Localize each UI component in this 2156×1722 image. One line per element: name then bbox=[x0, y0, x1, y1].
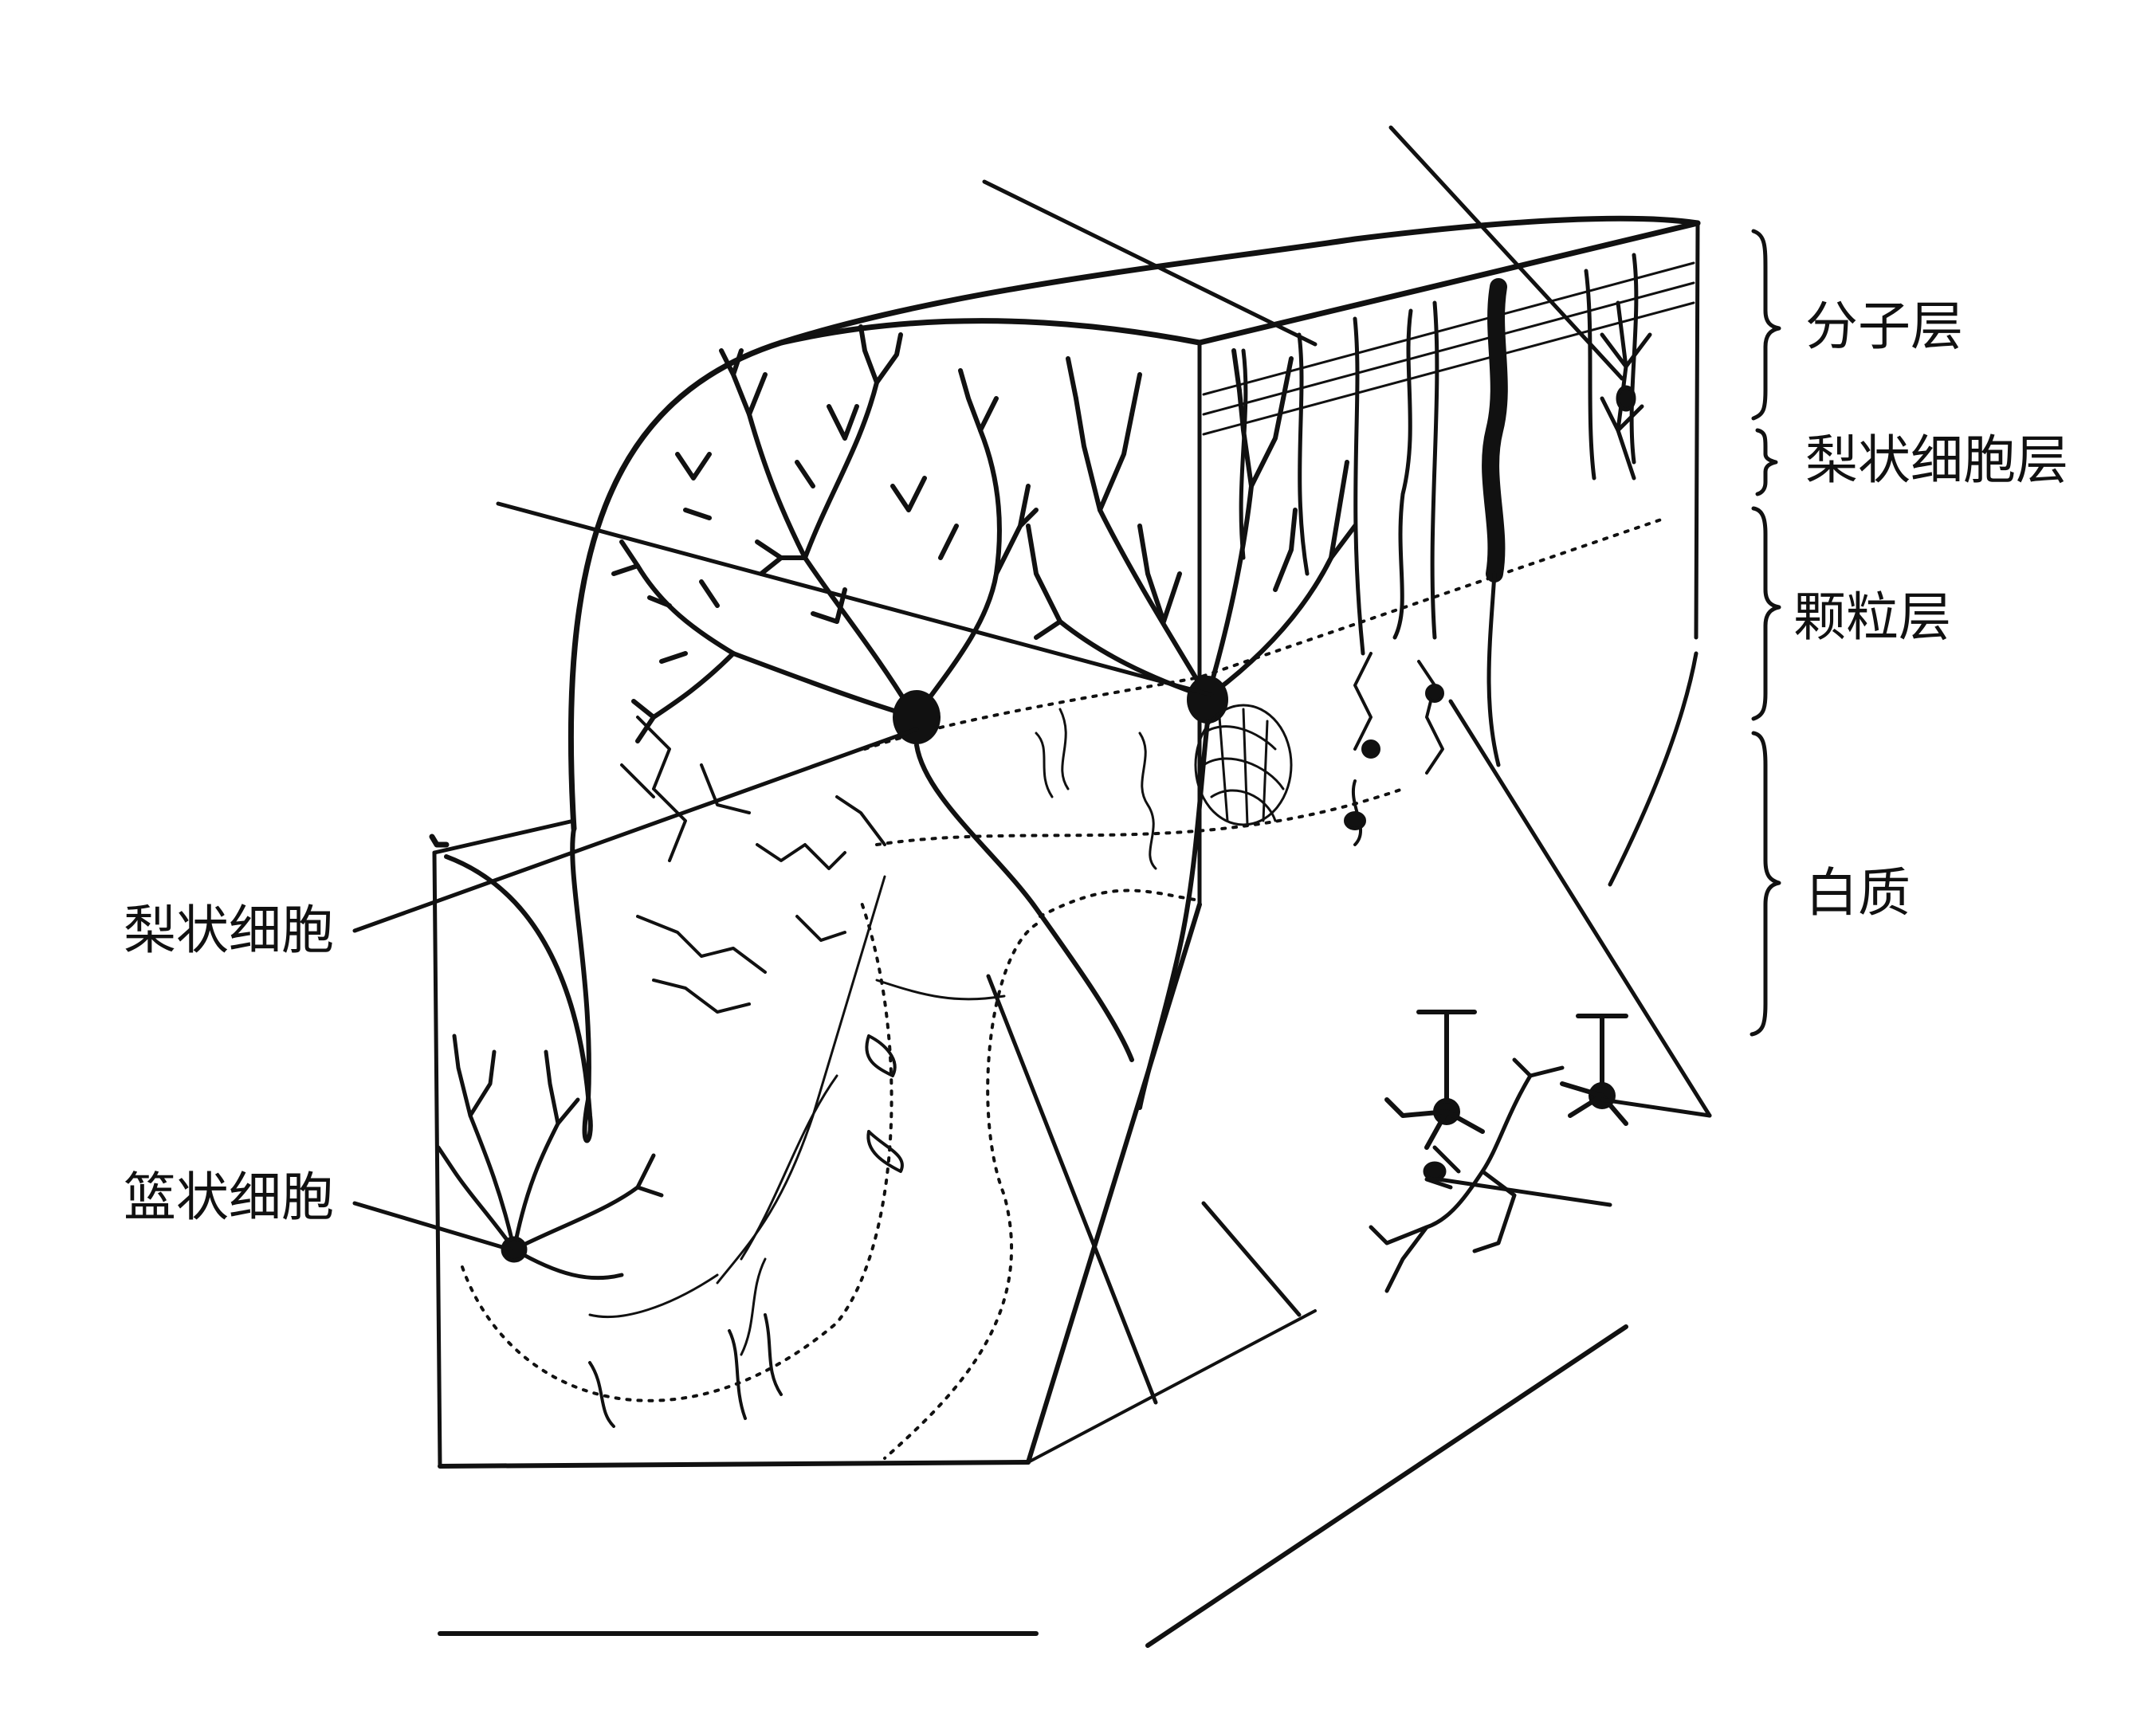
granule-cell-inset-right bbox=[1560, 1014, 1628, 1126]
label-basket-cell: 篮状细胞 bbox=[124, 1167, 334, 1228]
purkinje-cell-soma-left bbox=[893, 690, 941, 744]
leader-golgi-inset bbox=[1436, 1177, 1612, 1207]
parallel-fiber-columns bbox=[1239, 253, 1639, 656]
label-granular-layer: 颗粒层 bbox=[1793, 586, 1951, 648]
leader-lines bbox=[352, 125, 1712, 1405]
golgi-cells-left bbox=[588, 1034, 904, 1428]
leader-right-inset-upper bbox=[1448, 699, 1712, 1118]
layer-braces bbox=[1750, 229, 1781, 1037]
leader-bottom-left-diag bbox=[986, 974, 1158, 1405]
granular-layer-dotted-boundary bbox=[461, 516, 1667, 1460]
purkinje-cell-dendritic-tree-left bbox=[611, 324, 1039, 743]
basket-cell bbox=[436, 1034, 664, 1281]
purkinje-cell-axon-left bbox=[914, 743, 1134, 1062]
brace-purkinje-layer bbox=[1755, 428, 1778, 496]
leader-basket-cell bbox=[352, 1201, 512, 1252]
purkinje-cell-axon-right bbox=[1137, 719, 1210, 1110]
label-molecular-layer: 分子层 bbox=[1805, 296, 1963, 357]
brace-white-matter bbox=[1750, 731, 1781, 1037]
granule-cell-cluster bbox=[1035, 704, 1293, 870]
label-white-matter: 白质 bbox=[1805, 862, 1911, 924]
golgi-cell-inset bbox=[1369, 1057, 1565, 1293]
leader-bottom-mid-diag bbox=[1201, 1201, 1302, 1317]
leader-top-center bbox=[982, 179, 1318, 347]
leader-right-inset-lower bbox=[1600, 1097, 1712, 1118]
leader-purkinje-cell bbox=[352, 727, 919, 933]
label-purkinje-cell: 梨状细胞 bbox=[124, 900, 334, 961]
white-matter-fibers-left bbox=[588, 875, 1006, 1356]
climbing-fiber bbox=[1482, 278, 1508, 767]
purkinje-cell-soma-right bbox=[1187, 676, 1228, 724]
answer-blank-right bbox=[1145, 1324, 1628, 1648]
purkinje-cell-dendritic-tree-right bbox=[1026, 348, 1357, 700]
answer-blanks bbox=[438, 1324, 1628, 1648]
granule-cell-inset-left bbox=[1384, 1010, 1485, 1150]
stellate-cell bbox=[1600, 300, 1652, 481]
granule-cells-right bbox=[1344, 652, 1444, 846]
tissue-block-outline bbox=[429, 215, 1701, 1469]
brace-granular bbox=[1751, 506, 1781, 721]
leader-top-right bbox=[1388, 125, 1624, 381]
brace-molecular bbox=[1751, 229, 1781, 421]
label-purkinje-cell-layer: 梨状细胞层 bbox=[1805, 430, 2068, 491]
leader-top-left bbox=[496, 501, 1214, 697]
mossy-fiber-branches-left bbox=[620, 716, 886, 1014]
